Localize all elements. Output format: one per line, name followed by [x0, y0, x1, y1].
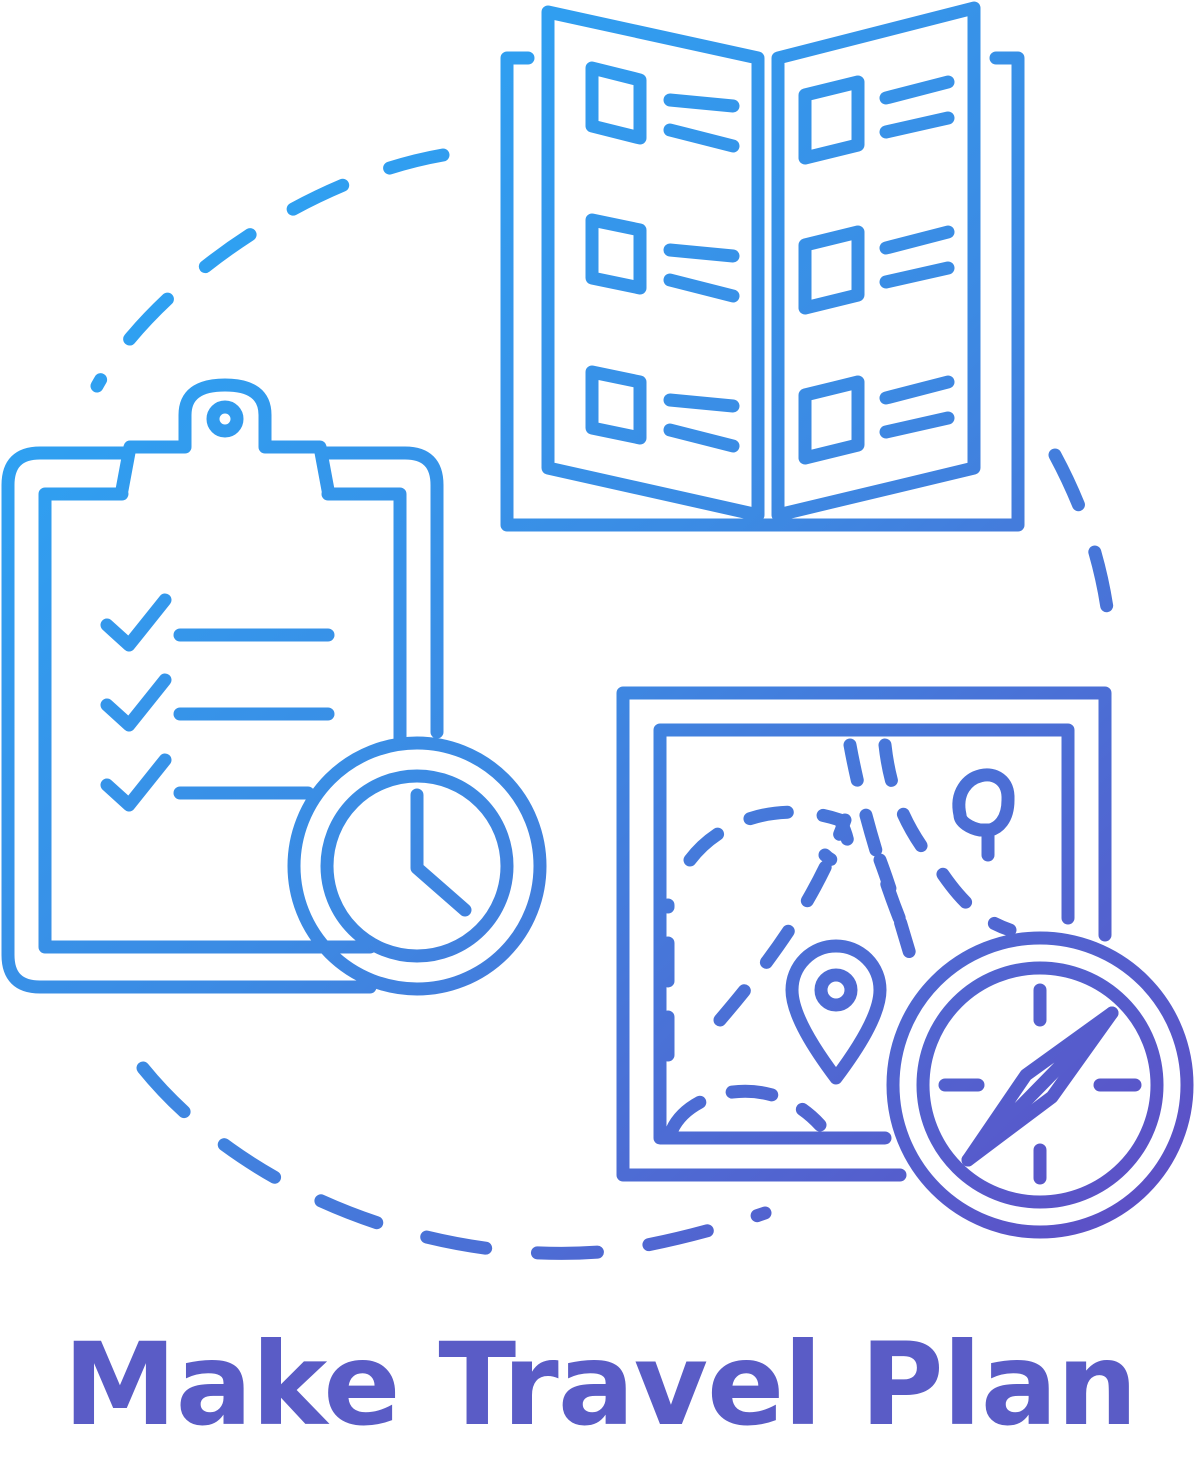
- caption-title: Make Travel Plan: [63, 1318, 1138, 1451]
- clipboard-checklist-icon: [1, 378, 444, 994]
- map-icon: [616, 686, 1112, 1182]
- tree-icon: [952, 768, 1015, 862]
- clock-icon: [287, 736, 547, 996]
- dashed-cycle-icon: [90, 148, 1117, 1260]
- compass-icon: [886, 931, 1194, 1239]
- travel-plan-illustration: [1, 1, 1194, 1260]
- location-pin-icon: [785, 939, 887, 1085]
- brochure-icon: [500, 1, 1025, 532]
